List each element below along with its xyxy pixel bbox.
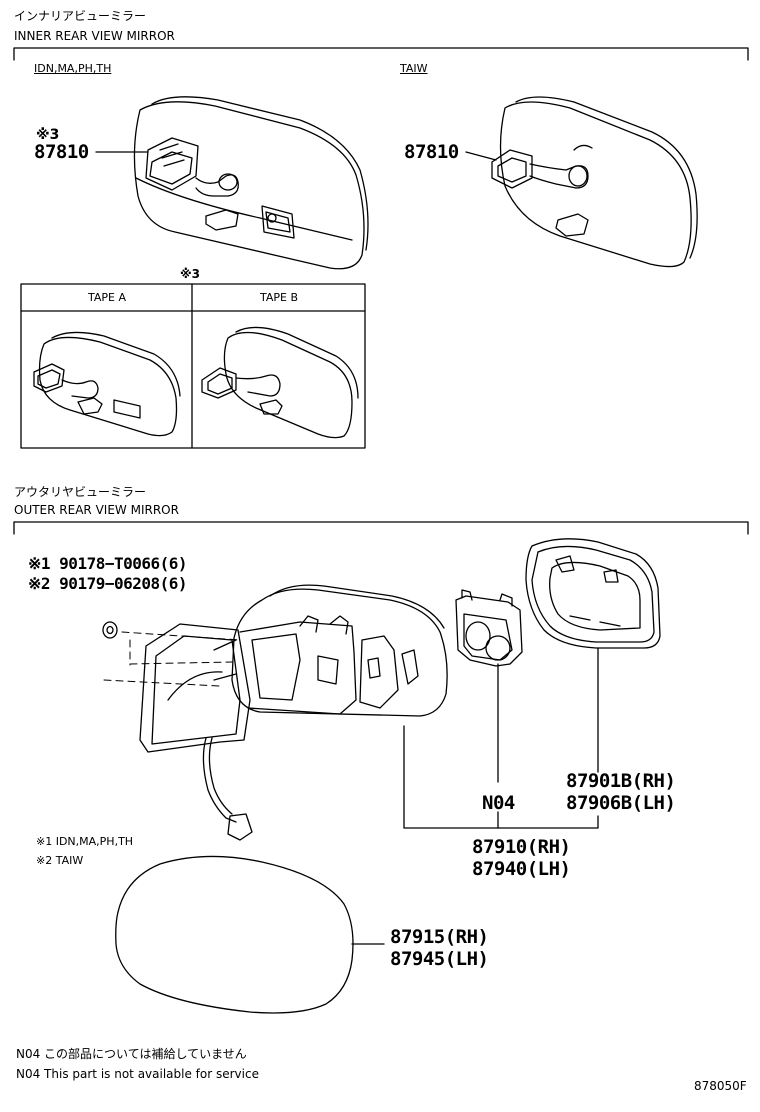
tape-b-mirror	[201, 326, 359, 439]
part-87810-left: 87810	[34, 141, 89, 163]
tape-table	[20, 283, 366, 449]
footnote-en: N04 This part is not available for servi…	[16, 1067, 259, 1081]
diagram-code: 878050F	[694, 1079, 747, 1093]
footnote-jp: N04 この部品については補給していません	[16, 1047, 247, 1061]
tape-b-header: TAPE B	[259, 291, 299, 304]
mirror-assy-rh: 87910(RH)	[472, 836, 571, 858]
note-1: ※1 IDN,MA,PH,TH	[36, 835, 134, 848]
outer-title-jp: アウタリヤビューミラー	[14, 485, 147, 499]
mirror-base	[139, 623, 253, 841]
mark3-label: ※3	[36, 127, 60, 143]
outer-section-bracket	[13, 521, 749, 535]
tape-a-header: TAPE A	[88, 291, 126, 304]
mirror-cover	[525, 538, 661, 773]
screw-part-2: ※2 90179−06208(6)	[28, 574, 188, 593]
mirror-motor	[455, 589, 523, 783]
table-mark3: ※3	[180, 267, 201, 281]
inner-mirror-right	[465, 96, 698, 268]
note-2: ※2 TAIW	[36, 854, 84, 867]
variant-label-left: IDN,MA,PH,TH	[34, 62, 112, 75]
outer-title-en: OUTER REAR VIEW MIRROR	[14, 503, 179, 517]
inner-title-jp: インナリアビューミラー	[14, 9, 147, 23]
cover-part-rh: 87901B(RH)	[566, 770, 676, 792]
screw-part-1: ※1 90178−T0066(6)	[28, 554, 188, 573]
part-87810-right: 87810	[404, 141, 459, 163]
glass-part-lh: 87945(LH)	[390, 948, 489, 970]
variant-label-right: TAIW	[400, 62, 428, 75]
mirror-assy-lh: 87940(LH)	[472, 858, 571, 880]
glass-part-rh: 87915(RH)	[390, 926, 489, 948]
screw-part	[102, 621, 118, 639]
n04-label: N04	[482, 792, 515, 814]
assembly-leader	[403, 725, 599, 829]
mirror-glass	[115, 855, 385, 1014]
mirror-housing	[213, 584, 448, 717]
cover-part-lh: 87906B(LH)	[566, 792, 676, 814]
inner-section-bracket	[13, 47, 749, 61]
inner-mirror-left	[95, 96, 369, 270]
inner-title-en: INNER REAR VIEW MIRROR	[14, 29, 175, 43]
tape-a-mirror	[33, 331, 181, 437]
